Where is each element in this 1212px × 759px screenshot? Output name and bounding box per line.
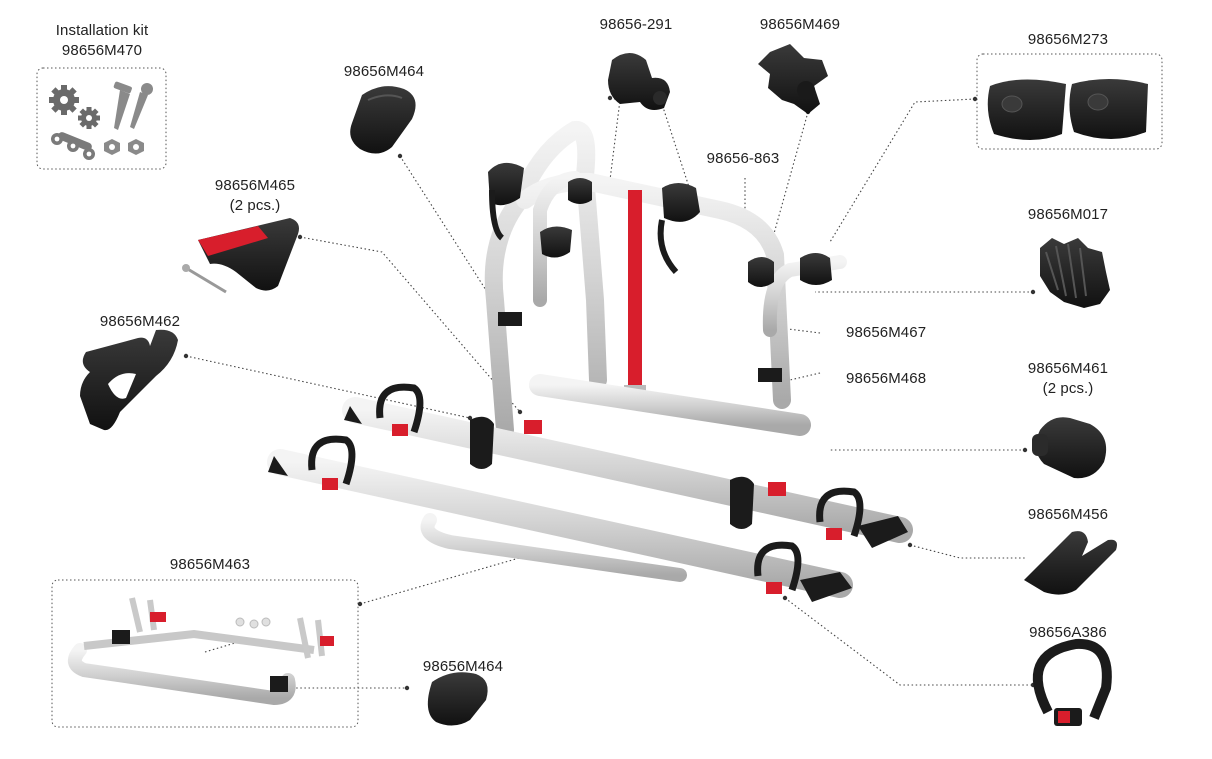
end-cap-part-icon — [1069, 79, 1148, 139]
rail-part-icon — [67, 597, 334, 706]
part-label-98656m464-bottom: 98656M464 — [422, 658, 504, 675]
installation-kit-code-label: 98656M470 — [61, 42, 143, 59]
toothed-end-cap-part-icon — [1040, 238, 1110, 308]
part-label-98656m465-qty: (2 pcs.) — [229, 197, 281, 214]
bumper-part-icon — [350, 86, 416, 154]
strap-part-icon — [1032, 638, 1112, 726]
part-label-98656m461-qty: (2 pcs.) — [1042, 380, 1094, 397]
part-label-98656m463: 98656M463 — [169, 556, 251, 573]
part-label-98656m465: 98656M465 — [214, 177, 296, 194]
part-label-98656m468: 98656M468 — [846, 370, 927, 387]
part-label-98656m456: 98656M456 — [1027, 506, 1109, 523]
clamp-part-icon — [80, 329, 178, 431]
chain-link-icon — [51, 132, 95, 160]
part-label-98656m461: 98656M461 — [1027, 360, 1109, 377]
installation-kit-title: Installation kit — [55, 22, 149, 39]
nut-icon — [104, 139, 144, 155]
part-label-98656m469: 98656M469 — [759, 16, 841, 33]
part-label-98656m462: 98656M462 — [99, 313, 181, 330]
gear-icon — [49, 85, 79, 115]
wheel-chock-part-icon — [1024, 531, 1117, 595]
part-label-98656m273: 98656M273 — [1027, 31, 1109, 48]
part-label-98656m467: 98656M467 — [846, 324, 927, 341]
part-label-98656-291: 98656-291 — [599, 16, 673, 33]
screw-icon — [130, 83, 153, 129]
part-label-98656-863: 98656-863 — [706, 150, 780, 167]
part-label-98656a386: 98656A386 — [1029, 624, 1107, 641]
knob-part-icon — [608, 53, 670, 110]
caps-273-box — [976, 53, 1163, 150]
bike-carrier-illustration — [267, 121, 913, 602]
part-label-98656m464-top: 98656M464 — [343, 63, 425, 80]
bumper-part-icon — [427, 672, 488, 726]
end-cap-part-icon — [987, 79, 1066, 140]
round-cap-part-icon — [1032, 417, 1107, 479]
wheel-holder-part-icon — [182, 218, 299, 294]
gear-icon — [78, 107, 100, 129]
screw-icon — [113, 81, 132, 130]
star-knob-part-icon — [758, 44, 828, 114]
part-label-98656m017: 98656M017 — [1027, 206, 1109, 223]
